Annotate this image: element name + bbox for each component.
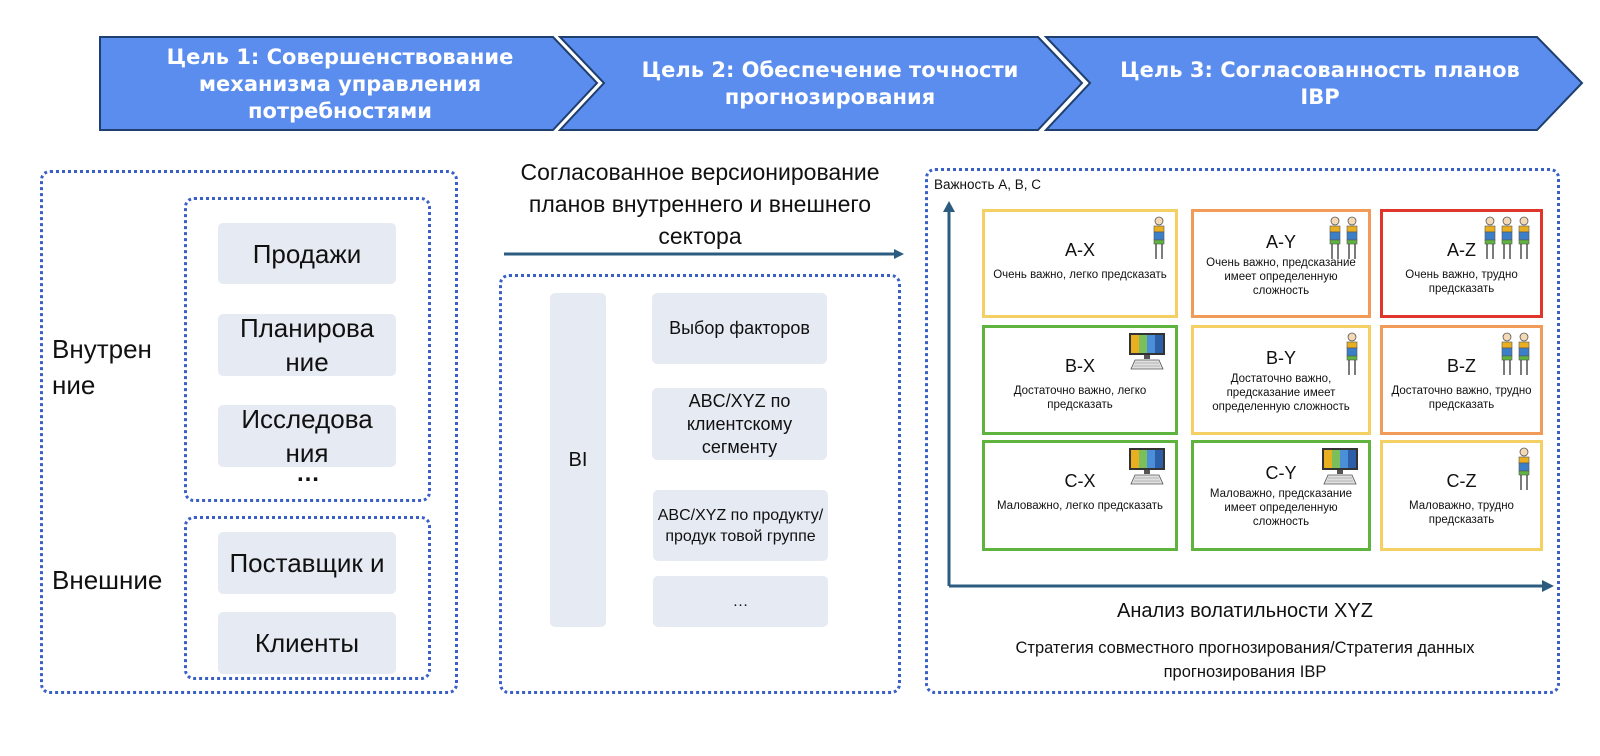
external-item-suppliers: Поставщик и (218, 532, 396, 594)
internal-item-sales: Продажи (218, 223, 396, 284)
goal-1-chevron (99, 36, 599, 131)
external-item-clients: Клиенты (218, 612, 396, 674)
internal-more: … (296, 460, 320, 487)
middle-item-product-abc: ABC/XYZ по продукту/продук товой группе (653, 490, 828, 561)
goal-3-chevron (1043, 36, 1584, 131)
y-axis-label: Важность A, B, C (934, 177, 1041, 192)
goal-3-label: Цель 3: Согласованность планов IBP (1120, 58, 1520, 109)
internal-group (184, 197, 431, 502)
strategy-footer: Стратегия совместного прогнозирования/Ст… (1015, 639, 1475, 681)
internal-item-planning: Планирова ние (218, 314, 396, 376)
middle-item-more: … (653, 576, 828, 627)
goals-banner (99, 36, 1584, 131)
internal-item-research: Исследова ния (218, 405, 396, 467)
external-label: Внешние (52, 565, 163, 595)
goal-2-label: Цель 2: Обеспечение точности прогнозиров… (641, 58, 1019, 109)
internal-label: Внутрен ние (52, 334, 152, 400)
right-panel (925, 168, 1560, 694)
external-group (184, 516, 431, 680)
goal-2-chevron (557, 36, 1084, 131)
middle-item-factors: Выбор факторов (652, 293, 827, 364)
left-panel (40, 170, 458, 694)
goal-1-label: Цель 1: Совершенствование механизма упра… (166, 44, 514, 123)
versioning-arrow (504, 249, 904, 259)
matrix-axes (943, 201, 1554, 592)
middle-panel (499, 274, 901, 694)
x-axis-label: Анализ волатильности XYZ (1117, 600, 1373, 622)
middle-heading: Согласованное версионирование планов вну… (520, 159, 880, 249)
middle-item-client-abc: ABC/XYZ по клиентскому сегменту (652, 388, 827, 460)
bi-column: BI (550, 293, 606, 627)
